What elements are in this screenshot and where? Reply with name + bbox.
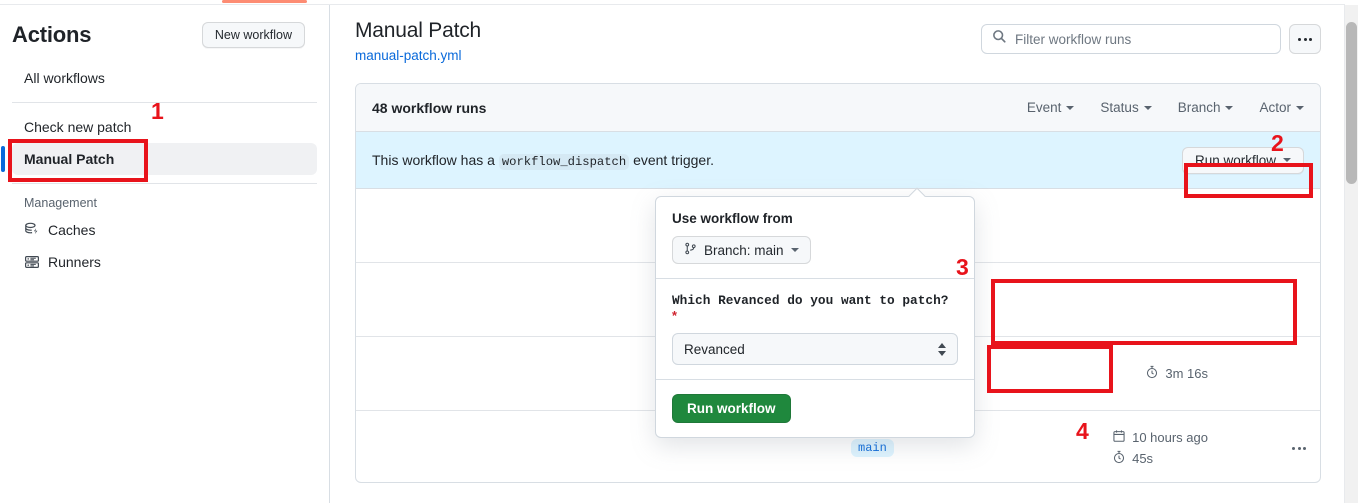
annotation-number-3: 3: [956, 254, 969, 280]
run-workflow-dropdown-panel: Use workflow from Branch: main Which Rev…: [655, 187, 975, 438]
new-workflow-button[interactable]: New workflow: [201, 22, 305, 48]
run-duration: 45s: [1112, 450, 1153, 467]
branch-select-button[interactable]: Branch: main: [672, 236, 811, 264]
run-meta: 10 hours ago 45s: [1112, 429, 1208, 467]
cache-database-icon: [24, 222, 40, 238]
annotation-number-2: 2: [1271, 130, 1284, 156]
duration-text: 3m 16s: [1165, 366, 1208, 381]
search-icon: [992, 29, 1007, 49]
filter-label: Status: [1100, 100, 1139, 115]
table-row[interactable]: main 10 hours ago: [356, 411, 1320, 482]
dropdown-divider-1: [656, 278, 974, 279]
kebab-dot: [1297, 446, 1301, 450]
sidebar-item-check-new-patch[interactable]: Check new patch: [12, 111, 317, 143]
filter-label: Event: [1026, 100, 1062, 115]
branch-select-label: Branch: main: [704, 242, 784, 258]
annotation-number-4: 4: [1076, 418, 1089, 444]
sidebar-item-runners[interactable]: Runners: [0, 246, 317, 278]
run-workflow-button-label: Run workflow: [1194, 152, 1276, 168]
workflow-input-label: Which Revanced do you want to patch? *: [672, 293, 958, 324]
chevron-down-icon: [1143, 105, 1152, 110]
sidebar-divider-2: [12, 183, 317, 184]
page-title: Actions: [12, 22, 92, 47]
chevron-down-icon: [1296, 105, 1304, 110]
stopwatch-icon: [1112, 450, 1126, 467]
sidebar-item-all-workflows[interactable]: All workflows: [12, 62, 317, 94]
run-duration: 3m 16s: [1145, 365, 1208, 382]
active-tab-indicator: [222, 0, 307, 3]
run-date: 10 hours ago: [1112, 429, 1208, 446]
run-workflow-dropdown-button[interactable]: Run workflow: [1181, 146, 1304, 174]
filter-event[interactable]: Event: [1027, 100, 1075, 115]
search-input-wrapper[interactable]: [981, 24, 1281, 54]
workflow-runs-count: 48 workflow runs: [372, 99, 487, 116]
sidebar-item-manual-patch[interactable]: Manual Patch: [1, 143, 317, 175]
dropdown-submit-section: Run workflow: [656, 380, 974, 437]
sidebar-section-management: Management: [24, 196, 97, 210]
dropdown-input-section: Which Revanced do you want to patch? * R…: [656, 279, 974, 379]
duration-text: 45s: [1132, 451, 1154, 466]
sidebar-header: Actions New workflow: [0, 5, 329, 48]
runs-header: 48 workflow runs Event Status Branch: [356, 84, 1320, 132]
sidebar-item-label: Manual Patch: [24, 151, 115, 167]
search-toolbar: [981, 24, 1321, 54]
sidebar-item-label: Caches: [48, 222, 96, 238]
dispatch-prefix: This workflow has a: [372, 151, 495, 168]
calendar-icon: [1112, 429, 1126, 446]
header-divider: [0, 4, 1345, 5]
chevron-down-icon: [1066, 105, 1075, 110]
sidebar-item-caches[interactable]: Caches: [0, 214, 317, 246]
row-more-options-button[interactable]: [1292, 446, 1306, 450]
sidebar-item-label: All workflows: [24, 70, 105, 86]
dispatch-suffix: event trigger.: [633, 151, 714, 168]
input-label-text: Which Revanced do you want to patch?: [672, 293, 949, 308]
kebab-dot: [1309, 37, 1312, 41]
date-text: 10 hours ago: [1132, 430, 1208, 445]
kebab-dot: [1292, 446, 1295, 450]
content-right-edge: [1344, 5, 1345, 503]
workflow-dispatch-banner: This workflow has a workflow_dispatch ev…: [356, 132, 1320, 189]
kebab-dot: [1303, 446, 1306, 450]
dispatch-event-code: workflow_dispatch: [498, 153, 630, 170]
git-branch-icon: [684, 242, 697, 258]
revanced-select-value: Revanced: [684, 341, 745, 357]
sidebar-item-label: Check new patch: [24, 119, 132, 135]
run-meta: 3m 16s: [1145, 365, 1208, 382]
filter-label: Branch: [1177, 100, 1221, 115]
annotation-number-1: 1: [151, 98, 164, 124]
dropdown-branch-section: Use workflow from Branch: main: [656, 197, 974, 278]
kebab-dot: [1298, 37, 1301, 41]
kebab-dot: [1303, 37, 1307, 41]
workflow-file-link[interactable]: manual-patch.yml: [355, 48, 462, 63]
revanced-select[interactable]: Revanced: [672, 333, 958, 365]
server-rack-icon: [24, 254, 40, 270]
sidebar-item-label: Runners: [48, 254, 101, 270]
chevron-down-icon: [790, 248, 799, 252]
run-workflow-submit-button[interactable]: Run workflow: [672, 394, 791, 423]
stopwatch-icon: [1145, 365, 1159, 382]
dropdown-divider-2: [656, 379, 974, 380]
workflow-title: Manual Patch: [355, 19, 482, 42]
chevron-down-icon: [1225, 105, 1234, 110]
filter-status[interactable]: Status: [1100, 100, 1152, 115]
filter-branch[interactable]: Branch: [1178, 100, 1234, 115]
chevron-down-icon: [1283, 158, 1291, 162]
sidebar-divider-1: [12, 102, 317, 103]
stepper-chevron-icon: [938, 342, 946, 356]
branch-badge[interactable]: main: [851, 439, 894, 457]
dispatch-notice-text: This workflow has a workflow_dispatch ev…: [372, 151, 714, 170]
search-input[interactable]: [1015, 31, 1270, 47]
sidebar: Actions New workflow All workflows Check…: [0, 5, 330, 503]
use-workflow-from-label: Use workflow from: [672, 211, 793, 226]
filter-label: Actor: [1259, 100, 1291, 115]
more-options-button[interactable]: [1289, 24, 1321, 54]
filter-group: Event Status Branch Actor: [1027, 100, 1304, 115]
filter-actor[interactable]: Actor: [1259, 100, 1304, 115]
required-marker: *: [672, 308, 677, 323]
scrollbar-thumb[interactable]: [1346, 22, 1357, 184]
